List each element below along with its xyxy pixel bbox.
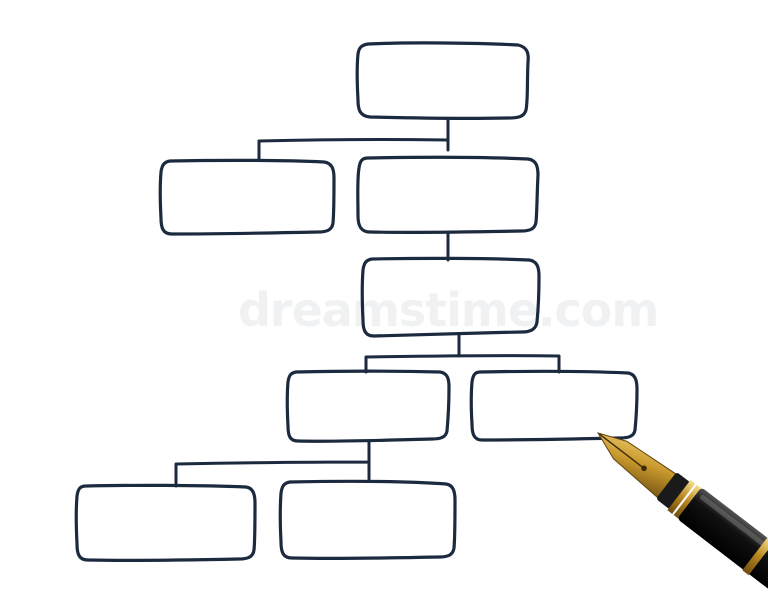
connector-level3-to-level4 (364, 333, 561, 374)
pen-barrel (678, 488, 768, 591)
org-nodes (74, 41, 639, 563)
org-node-level2-left (158, 158, 336, 236)
pen-ring (667, 480, 696, 514)
connectors (174, 117, 561, 488)
watermark-text: dreamstime.com (238, 283, 658, 337)
org-node-level3 (360, 256, 541, 338)
org-node-level5-left (74, 483, 257, 563)
fountain-pen-icon (596, 432, 768, 591)
org-node-level2-right (356, 155, 540, 235)
org-node-root (355, 41, 530, 121)
connector-root-to-level2 (257, 117, 450, 162)
org-node-level5-right (278, 479, 457, 561)
connector-level4-to-level5 (174, 439, 371, 488)
pen-grip (657, 473, 690, 509)
org-node-level4-left (285, 369, 451, 443)
org-node-level4-right (469, 369, 639, 442)
